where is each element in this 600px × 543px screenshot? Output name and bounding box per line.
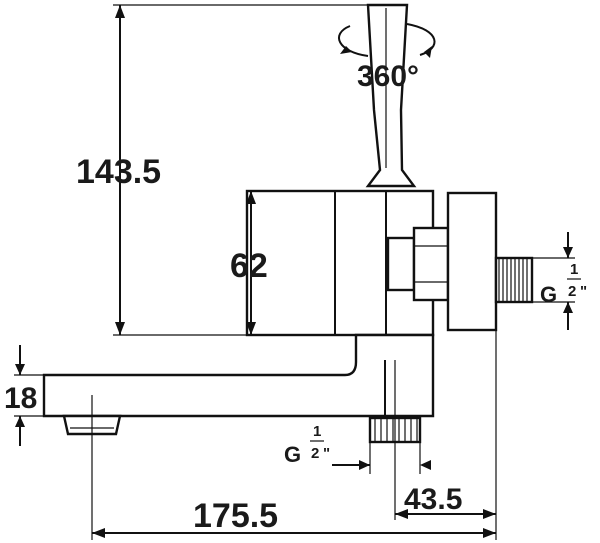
dimension-body-height (246, 191, 256, 335)
dimension-total-height (113, 4, 370, 336)
dimension-total-length (91, 395, 496, 540)
wall-flange (446, 191, 498, 332)
svg-text:G: G (540, 282, 557, 307)
svg-text:2: 2 (311, 445, 319, 462)
valve-body (245, 189, 435, 337)
svg-text:G: G (284, 442, 301, 467)
svg-text:1: 1 (570, 261, 578, 278)
svg-text:": " (323, 445, 330, 462)
connector-offset-label: 43.5 (404, 483, 462, 516)
lever-handle (365, 3, 417, 188)
dimension-connector-offset (394, 330, 497, 540)
spout-thickness-label: 18 (4, 382, 37, 415)
total-length-label: 175.5 (193, 497, 278, 535)
body-height-label: 62 (230, 247, 268, 285)
side-inlet-thread (494, 256, 534, 304)
dimension-bottom-outlet (332, 442, 431, 474)
dimension-spout-thickness (14, 345, 44, 446)
inlet-nut (386, 226, 450, 302)
spout (42, 333, 435, 418)
svg-text:1: 1 (313, 423, 321, 440)
total-height-label: 143.5 (76, 153, 161, 191)
svg-text:": " (580, 283, 587, 300)
dimension-side-inlet (532, 232, 575, 330)
svg-text:2: 2 (568, 283, 576, 300)
rotation-label: 360° (357, 60, 419, 93)
side-inlet-thread-label: G 1 2 " (540, 261, 587, 307)
rotation-arrow-icon (338, 23, 436, 58)
bottom-outlet-thread-label: G 1 2 " (284, 423, 330, 467)
